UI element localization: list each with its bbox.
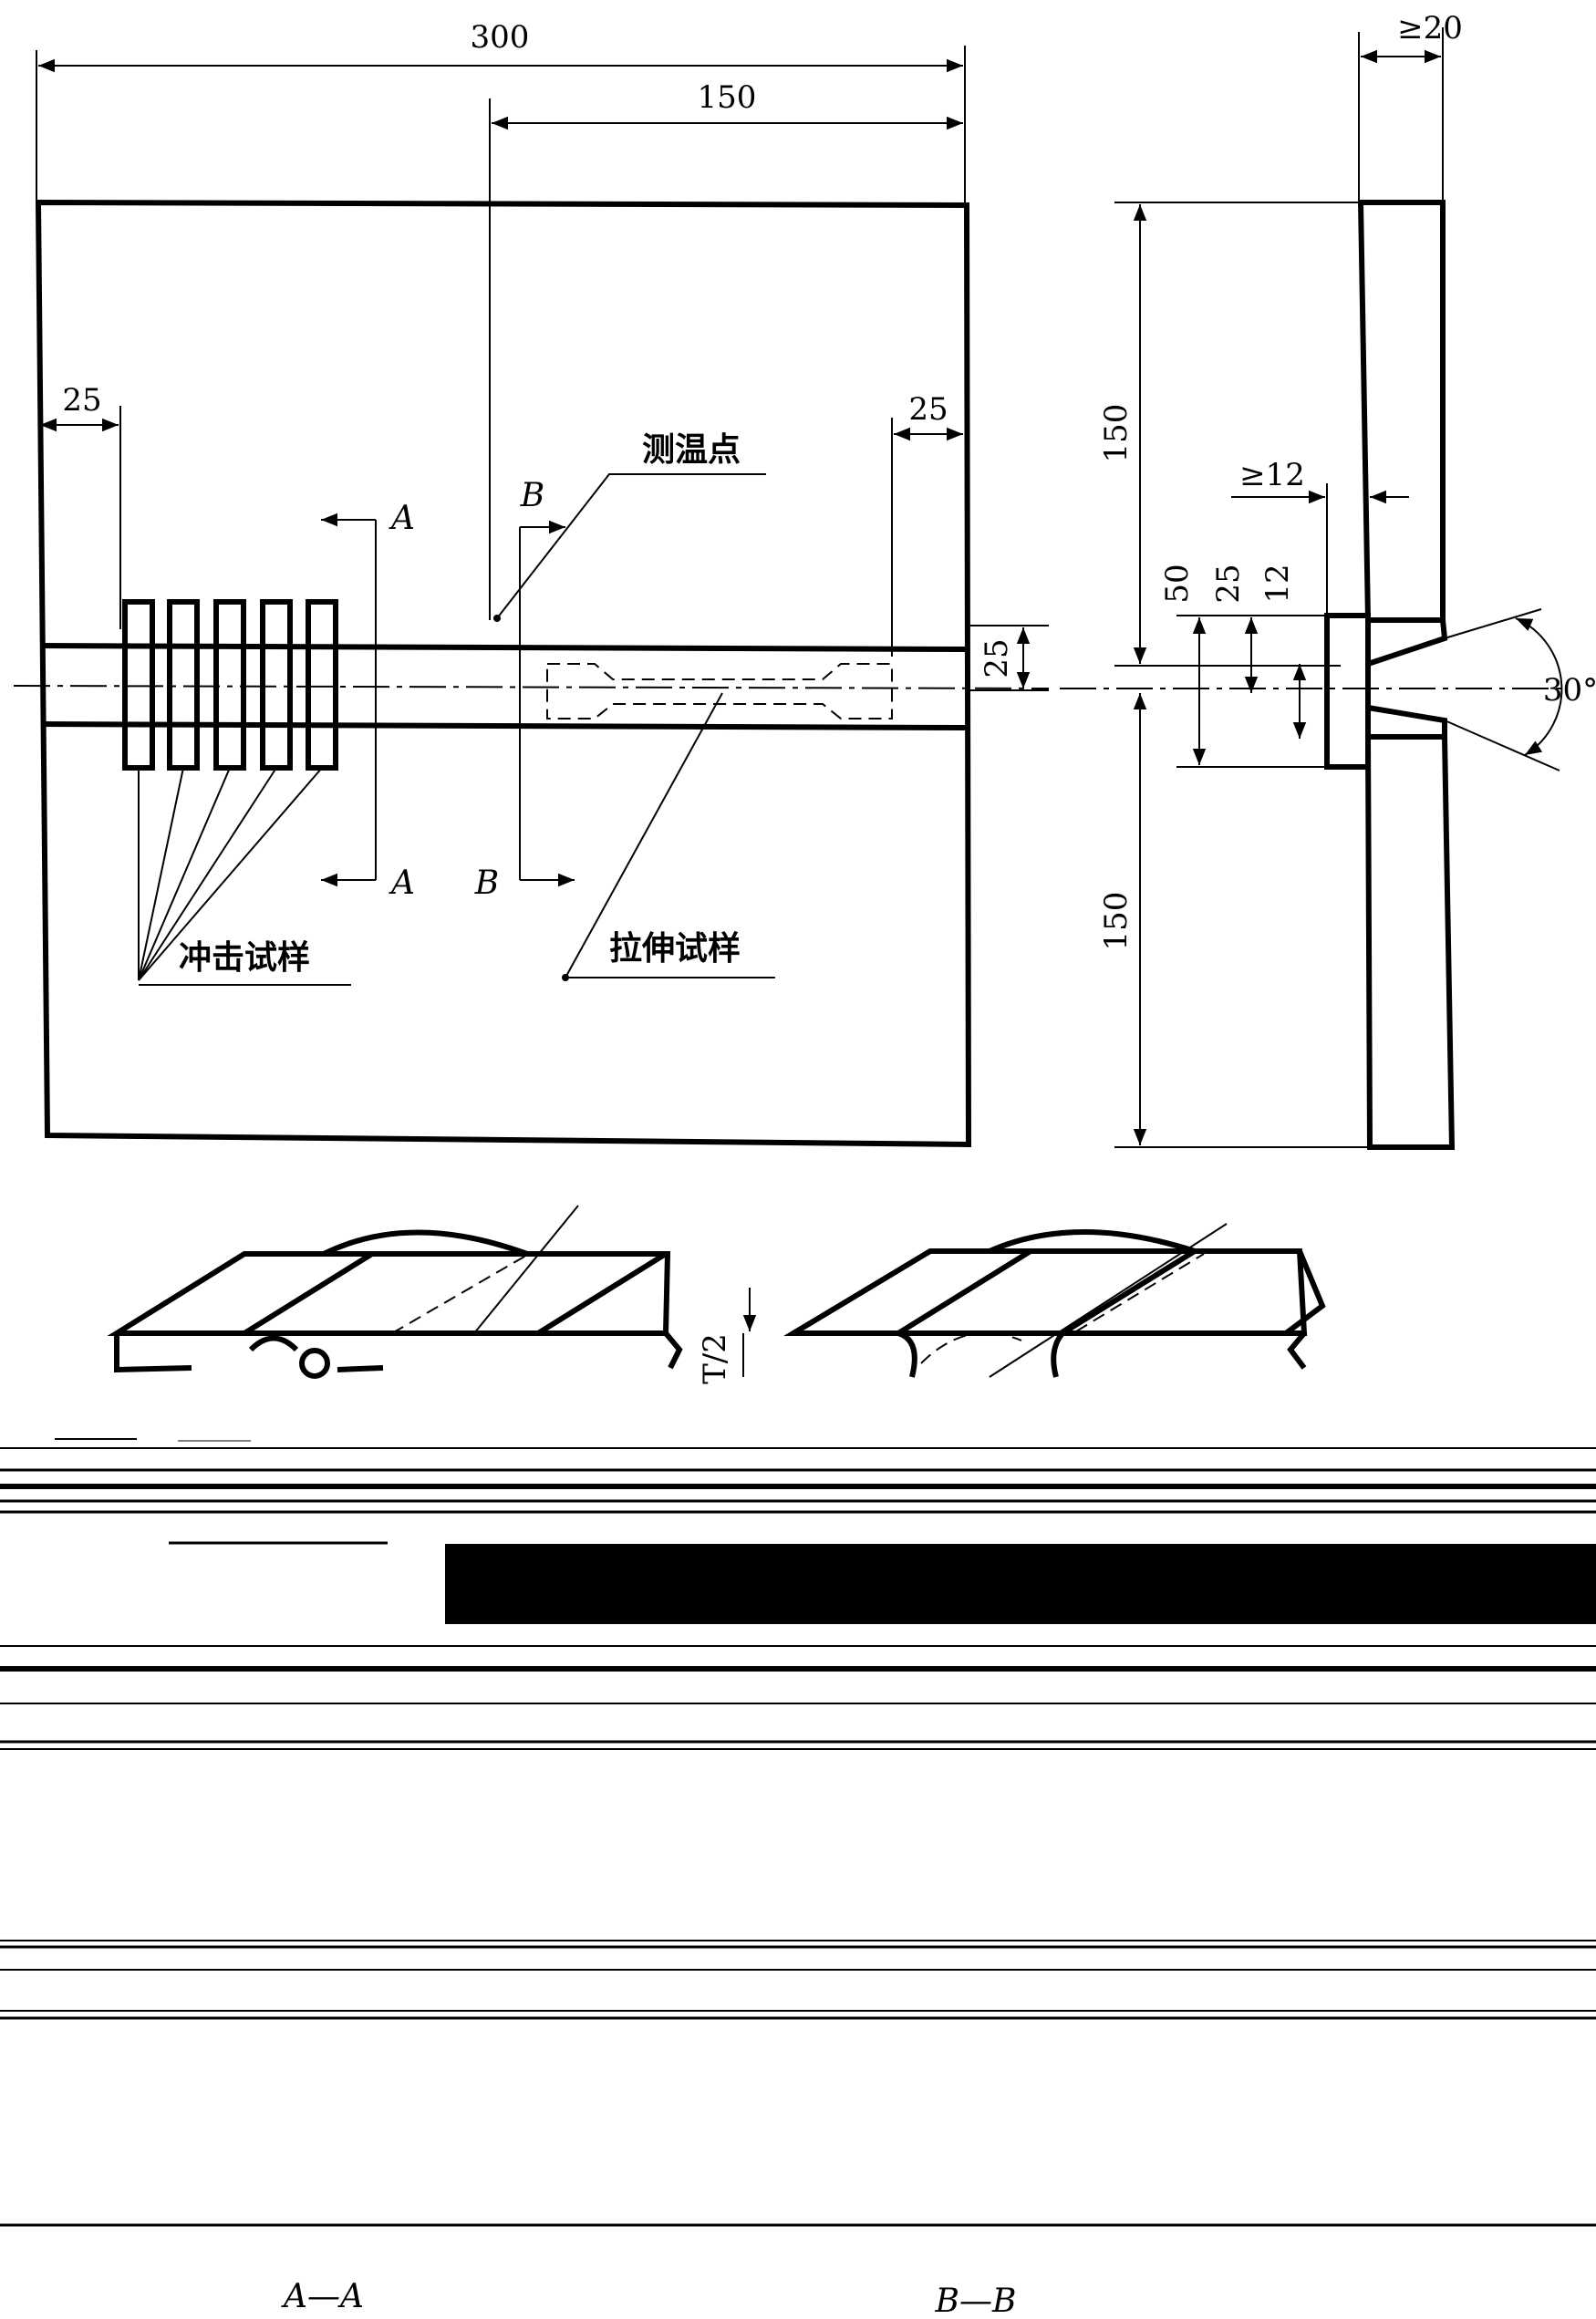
mid-thickness-mark: T/2 [697, 1333, 733, 1384]
weld-seam-top [40, 643, 968, 652]
weld-width-dimension-label: 25 [979, 638, 1015, 678]
weld-seam-bottom [40, 721, 968, 730]
upper-height-dimension-label: 150 [1098, 404, 1135, 463]
section-a-view [107, 1205, 683, 1379]
scan-rules [0, 1438, 1596, 2227]
impact-specimens [122, 599, 338, 771]
section-b-view [783, 1223, 1326, 1378]
impact-specimen-leaders [138, 767, 351, 986]
gap-label: 12 [1259, 564, 1296, 603]
groove-upper-face [1367, 619, 1448, 667]
bevel-line-upper [1444, 608, 1542, 639]
section-b-label-bottom: B [474, 864, 499, 902]
temp-point-label: 测温点 [642, 431, 741, 469]
lower-height-dimension-label: 150 [1098, 892, 1135, 951]
bevel-line-lower [1444, 720, 1560, 771]
bevel-angle-label: 30° [1543, 672, 1596, 709]
section-b-label-top: B [520, 477, 544, 514]
section-b-caption: B—B [935, 2283, 1017, 2319]
thickness-dimension-label: ≥20 [1397, 10, 1463, 47]
groove-lower-face [1367, 705, 1447, 737]
section-a-caption: A—A [281, 2278, 364, 2315]
groove-height-label: 25 [1210, 564, 1247, 603]
bevel-angle-arc [1515, 617, 1563, 756]
backing-height-label: 50 [1159, 564, 1196, 603]
impact-specimen-label: 冲击试样 [179, 939, 310, 977]
impact-specimen [260, 599, 293, 771]
side-plate-lower [1364, 734, 1456, 1150]
backing-width-label: ≥12 [1239, 457, 1305, 493]
section-a-label-bottom: A [389, 864, 415, 902]
side-view: ≥20 150 150 ≥12 50 25 12 30° [1060, 10, 1596, 1150]
plate-outline [35, 199, 972, 1148]
tensile-specimen-label: 拉伸试样 [609, 930, 741, 968]
side-plate-outline [1357, 200, 1446, 623]
right-margin-dimension-label: 25 [908, 391, 948, 428]
impact-specimen [306, 599, 338, 771]
temp-point-leader [496, 473, 766, 619]
width-dimension-label: 300 [471, 19, 530, 56]
tensile-specimen [546, 663, 893, 720]
dark-band [445, 1544, 1596, 1624]
weld-centerline [13, 685, 1050, 689]
section-views: T/2 [0, 1205, 1596, 2319]
impact-specimen [213, 599, 246, 771]
left-margin-dimension-label: 25 [62, 382, 101, 419]
backing-strip [1324, 613, 1371, 770]
front-view: 300 150 25 25 25 A A [13, 19, 1050, 1148]
impact-specimen [122, 599, 155, 771]
section-a-label-top: A [389, 500, 415, 537]
impact-specimen [167, 599, 200, 771]
half-width-dimension-label: 150 [698, 79, 757, 116]
temp-point-marker [493, 615, 501, 622]
